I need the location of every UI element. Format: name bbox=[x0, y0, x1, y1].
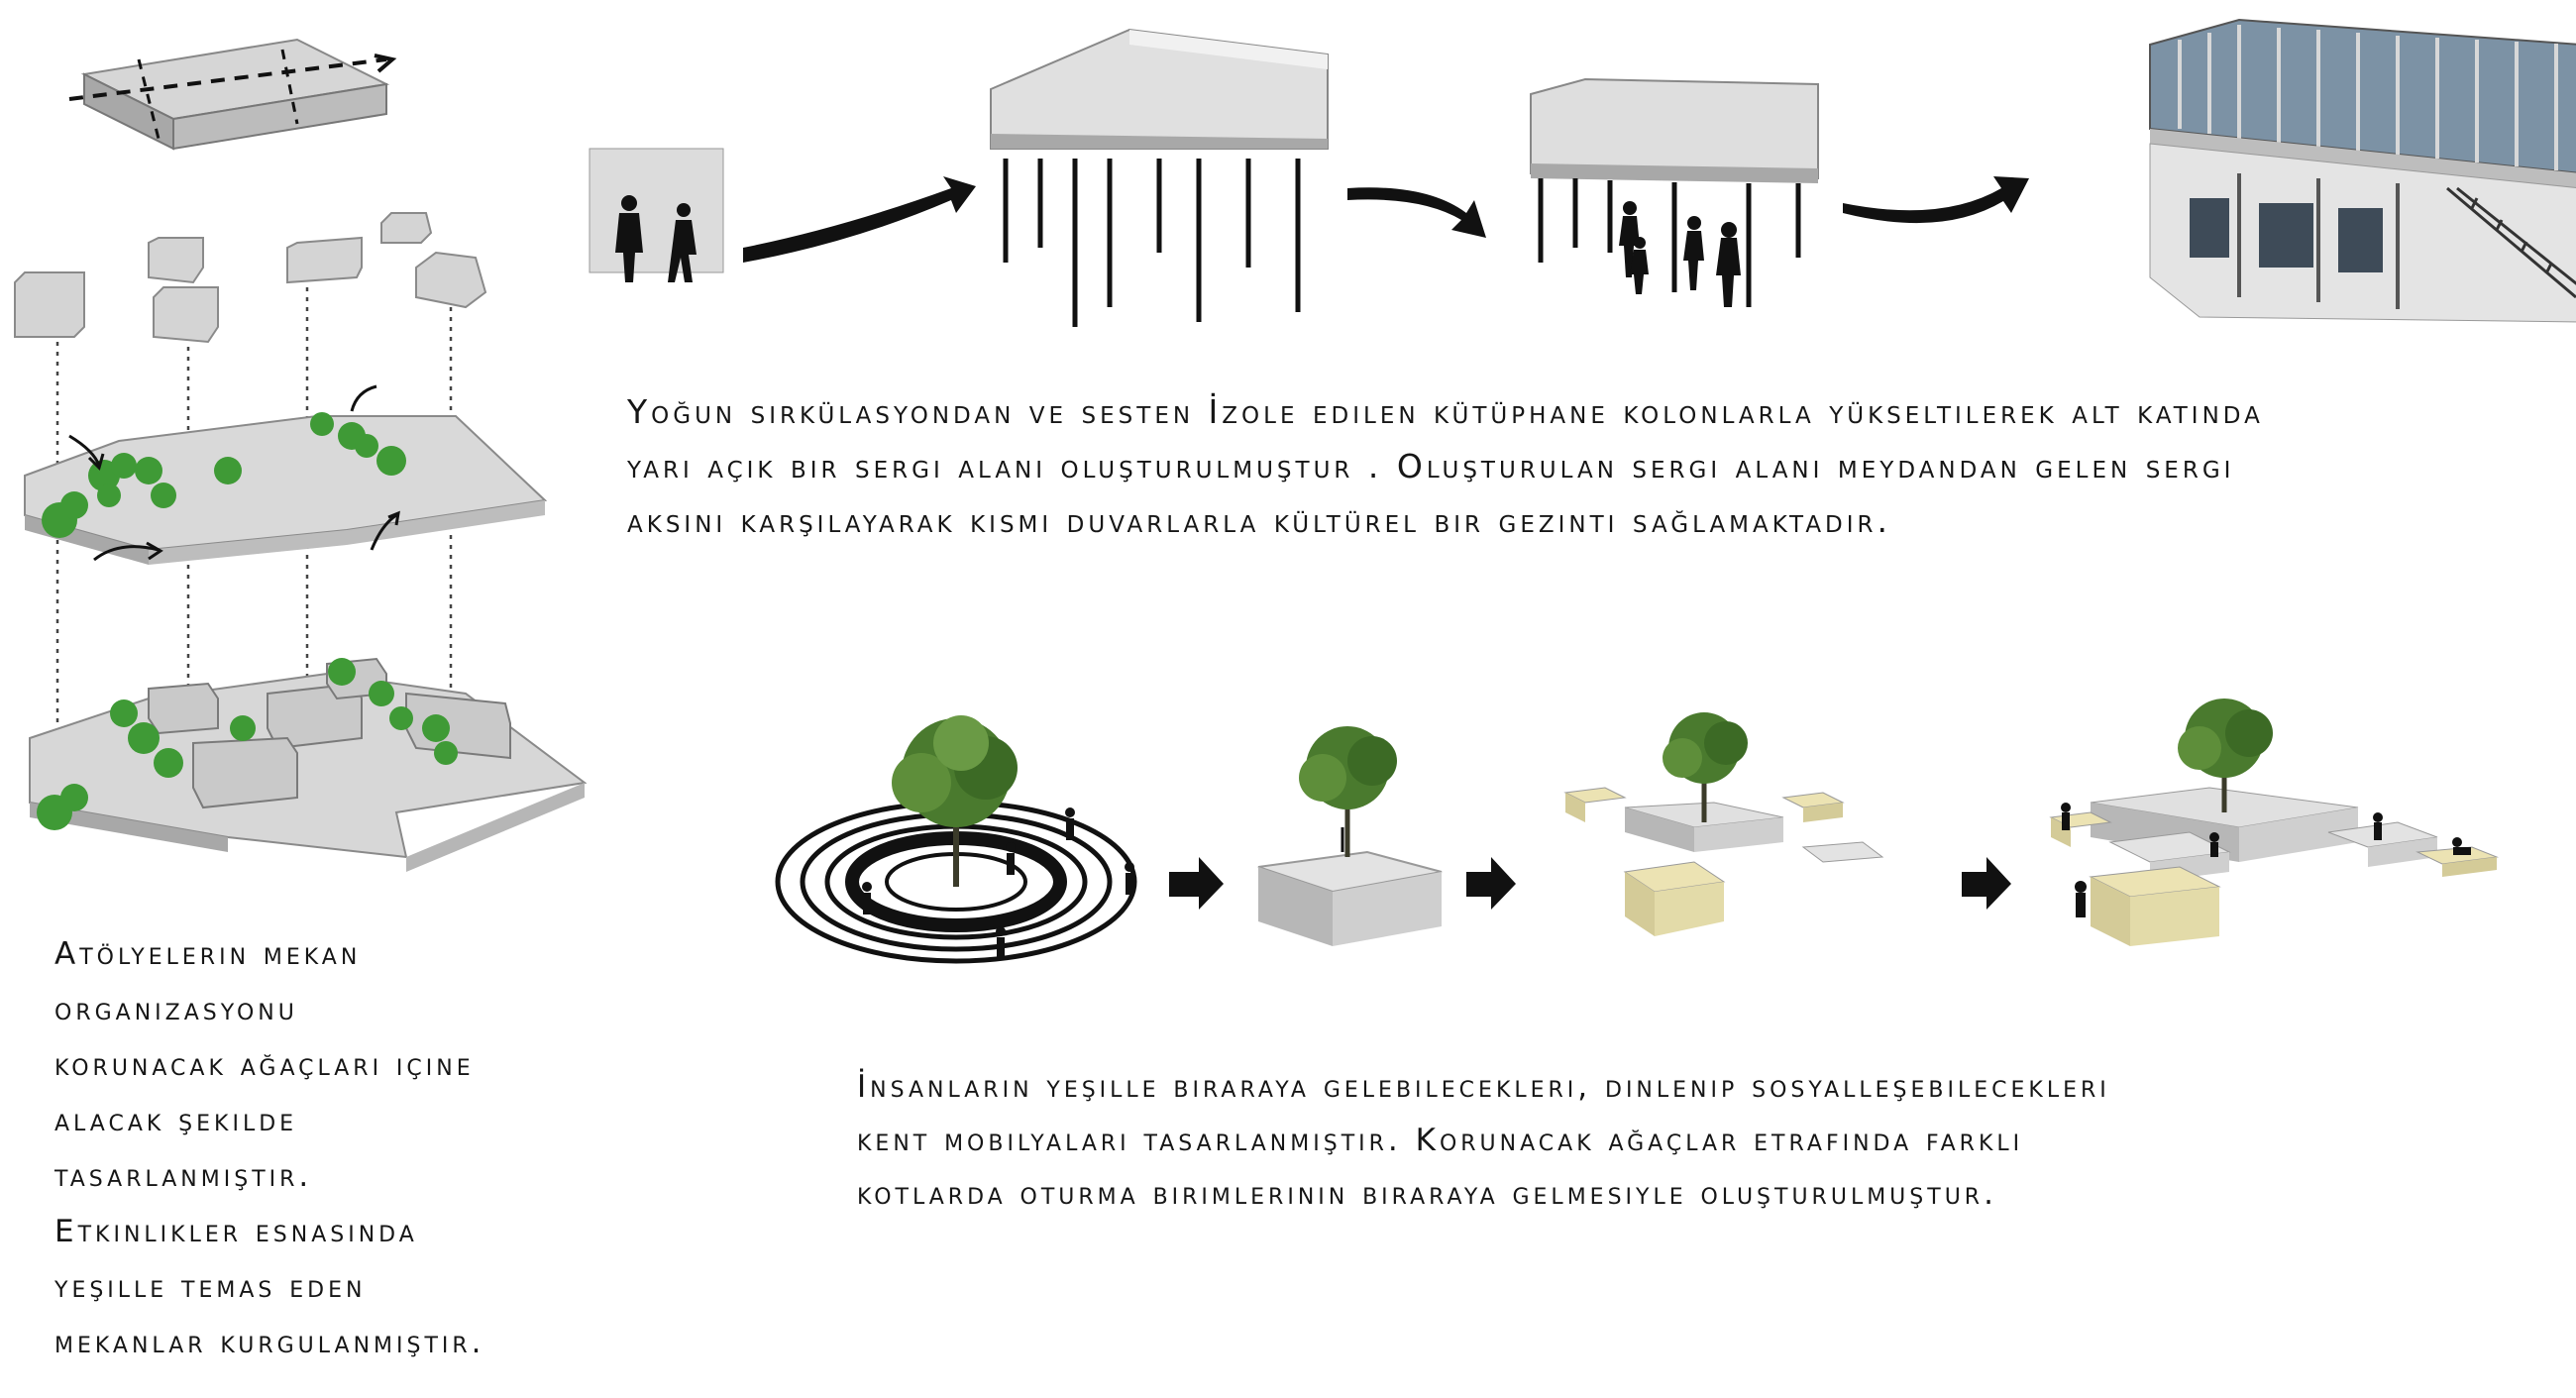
furniture-description-line-2: kent mobilyaları tasarlanmıştır. Korunac… bbox=[857, 1123, 2024, 1158]
workshop-description-line-4: alacak şekilde bbox=[54, 1103, 298, 1138]
library-description-line-2: yarı açık bir sergi alanı oluşturulmuştu… bbox=[627, 447, 2235, 485]
step-library-render bbox=[2149, 18, 2576, 323]
curved-arrow-icon bbox=[743, 176, 976, 263]
workshop-axonometric-diagram bbox=[14, 38, 588, 872]
person-silhouette-icon bbox=[862, 807, 1134, 959]
furniture-description-line-3: kotlarda oturma birimlerinin biraraya ge… bbox=[857, 1176, 1997, 1212]
library-description: Yoğun sirkülasyondan ve sesten İzole edi… bbox=[627, 384, 2569, 548]
library-description-line-1: Yoğun sirkülasyondan ve sesten İzole edi… bbox=[627, 392, 2264, 431]
workshop-buildings bbox=[148, 657, 511, 809]
furniture-description-line-1: İnsanların yeşille biraraya gelebilecekl… bbox=[857, 1069, 2110, 1105]
library-sequence-diagram bbox=[589, 18, 2576, 327]
workshop-description-line-1: Atölyelerin mekan bbox=[54, 936, 362, 972]
curved-arrow-icon bbox=[1347, 187, 1486, 238]
right-arrow-icon bbox=[1466, 857, 1516, 910]
right-arrow-icon bbox=[1169, 857, 1224, 910]
furniture-sequence-diagram bbox=[775, 699, 2499, 964]
person-silhouette-icon bbox=[615, 195, 697, 282]
tree-icon bbox=[892, 715, 1018, 887]
furniture-description: İnsanların yeşille biraraya gelebilecekl… bbox=[857, 1060, 2541, 1221]
step-split-seating bbox=[1563, 712, 1884, 936]
floating-workshop-boxes bbox=[14, 212, 487, 344]
step-raised-volume bbox=[990, 28, 1329, 327]
workshop-description: Atölyelerin mekan organizasyonu korunaca… bbox=[54, 926, 609, 1370]
step-exhibition-below bbox=[1530, 77, 1819, 307]
person-silhouette-icon bbox=[1619, 201, 1741, 307]
workshop-description-line-6: Etkinlikler esnasında bbox=[54, 1214, 418, 1249]
workshop-description-line-5: tasarlanmıştır. bbox=[54, 1158, 313, 1194]
workshop-description-line-7: yeşille temas eden bbox=[54, 1269, 367, 1305]
tree-clusters-upper bbox=[42, 412, 406, 538]
step-assembled-seating bbox=[2049, 699, 2499, 946]
curved-arrow-icon bbox=[1843, 176, 2029, 224]
tree-clusters-lower bbox=[37, 658, 458, 830]
workshop-description-line-2: organizasyonu bbox=[54, 992, 298, 1027]
person-silhouette-icon bbox=[2061, 803, 2471, 917]
step-wall-people bbox=[589, 148, 724, 282]
right-arrow-icon bbox=[1962, 857, 2011, 910]
circulation-slab bbox=[68, 38, 397, 151]
step-planter-block bbox=[1257, 726, 1443, 946]
library-description-line-3: aksını karşılayarak kısmi duvarlarla kül… bbox=[627, 501, 1892, 540]
workshop-description-line-3: korunacak ağaçları içine bbox=[54, 1047, 475, 1083]
workshop-description-line-8: mekanlar kurgulanmıştır. bbox=[54, 1325, 485, 1360]
curved-arrow-icon bbox=[68, 384, 400, 562]
